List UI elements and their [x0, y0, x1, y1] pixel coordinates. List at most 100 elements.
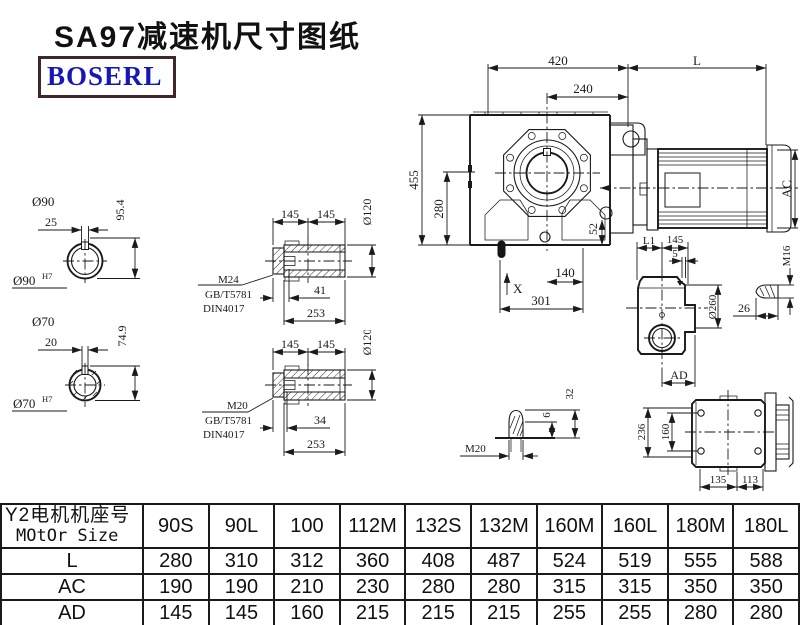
- cell: 408: [404, 547, 472, 575]
- hollow2-std1-label: GB/T5781: [205, 415, 252, 427]
- col-header: 180L: [732, 503, 800, 549]
- cell: 280: [404, 573, 472, 601]
- cell: 350: [666, 573, 735, 601]
- motor-outline: [600, 124, 798, 234]
- cell: 315: [535, 573, 604, 601]
- plug-dim-6: 6: [541, 412, 553, 418]
- back-dim-160: 160: [660, 423, 672, 440]
- col-header: 132S: [404, 503, 472, 549]
- motor-end-fins: [776, 409, 789, 455]
- dim-l-label: L: [693, 55, 701, 68]
- cell: 588: [732, 547, 800, 575]
- cell: 360: [338, 547, 407, 575]
- cell: 190: [207, 573, 276, 601]
- dim-ac-label: AC: [779, 180, 794, 198]
- main-view-drawing: 420 L 240 455 280 52 140 301 X AC: [406, 55, 799, 313]
- side-view-drawing: L1 145 5 Ø260 AD M16: [626, 234, 794, 387]
- cell: 487: [469, 547, 538, 575]
- side-dim-145: 145: [667, 234, 684, 246]
- dim-301-label: 301: [531, 293, 551, 308]
- side-housing-outline: [637, 276, 696, 355]
- dim-280-label: 280: [431, 199, 446, 219]
- shaft70-bore-label: Ø70: [13, 396, 35, 411]
- gearbox-flange: [495, 93, 600, 251]
- cell: 255: [535, 599, 604, 625]
- cell: 160: [273, 599, 341, 625]
- plug-detail-drawing: M20 6 32: [460, 389, 580, 460]
- dim-52-label: 52: [586, 223, 600, 235]
- back-dim-135: 135: [710, 474, 727, 486]
- hollow2-dia-label: Ø120: [360, 330, 374, 355]
- cell: 215: [404, 599, 472, 625]
- hollow-shaft2-drawing: 145 145 Ø120 M20 GB/T5781 DIN4017 34 253: [202, 330, 376, 456]
- side-dim-5: 5: [672, 248, 678, 260]
- row-label: AC: [0, 573, 144, 601]
- dim-140-label: 140: [555, 265, 575, 280]
- plug-thread-label: M20: [465, 443, 486, 455]
- hollow1-std2-label: DIN4017: [203, 303, 245, 315]
- col-header: 90L: [207, 503, 276, 549]
- drain-plug: [497, 240, 506, 258]
- shaft90-height-dim: 95.4: [113, 200, 127, 221]
- hollow1-depth-dim: 41: [314, 283, 326, 297]
- shaft70-height-dim: 74.9: [115, 326, 129, 347]
- row-label: L: [0, 547, 144, 575]
- hollow2-dim-b: 145: [317, 337, 335, 351]
- table-header-motor-size: Y2电机机座号 MOtOr Size: [0, 503, 144, 549]
- hollow1-total-dim: 253: [307, 306, 325, 320]
- m16-bolt: [755, 284, 779, 299]
- cell: 312: [273, 547, 341, 575]
- cell: 315: [601, 573, 669, 601]
- cell: 280: [469, 573, 538, 601]
- table-row-AD: AD 145 145 160 215 215 215 255 255 280 2…: [0, 599, 800, 625]
- cell: 215: [469, 599, 538, 625]
- hollow-shaft1-drawing: 145 145 Ø120 M24 GB/T5781 DIN4017 41 253: [198, 199, 376, 325]
- dim-240-label: 240: [573, 81, 593, 96]
- side-dia-label: Ø260: [707, 294, 719, 319]
- cell: 280: [666, 599, 735, 625]
- page-title: SA97减速机尺寸图纸: [54, 21, 362, 54]
- table-row-L: L 280 310 312 360 408 487 524 519 555 58…: [0, 547, 800, 575]
- main-view-dimensions: 420 L 240 455 280 52 140 301 X AC: [406, 55, 799, 313]
- shaft70-key-dim: 20: [45, 335, 57, 349]
- cell: 215: [338, 599, 407, 625]
- cell: 350: [732, 573, 800, 601]
- row-label: AD: [0, 599, 144, 625]
- back-view-drawing: 236 160 135 113: [636, 390, 794, 491]
- side-thread-label: M16: [781, 245, 793, 266]
- brand-logo: BOSERL: [38, 56, 176, 98]
- cell: 519: [601, 547, 669, 575]
- side-dim-l1: L1: [643, 235, 655, 247]
- cell: 145: [142, 599, 210, 625]
- shaft70-title: Ø70: [32, 314, 54, 329]
- cell: 310: [207, 547, 276, 575]
- col-header: 180M: [666, 503, 735, 549]
- hollow2-dim-a: 145: [281, 337, 299, 351]
- side-dim-26: 26: [738, 301, 750, 315]
- cell: 210: [273, 573, 341, 601]
- col-header: 160M: [535, 503, 604, 549]
- shaft90-bore-label: Ø90: [13, 273, 35, 288]
- hollow1-dia-label: Ø120: [360, 199, 374, 226]
- shaft70-tolerance: H7: [42, 394, 52, 404]
- shaft90-title: Ø90: [32, 194, 54, 209]
- plug-hatch: [509, 414, 524, 437]
- col-header: 112M: [338, 503, 407, 549]
- cell: 555: [666, 547, 735, 575]
- cell: 524: [535, 547, 604, 575]
- hollow2-total-dim: 253: [307, 437, 325, 451]
- shaft70-drawing: Ø70 20 74.9 Ø70 H7: [12, 314, 140, 412]
- back-dim-113: 113: [742, 474, 759, 486]
- col-header: 100: [273, 503, 341, 549]
- shaft90-key-dim: 25: [45, 215, 57, 229]
- cell: 280: [732, 599, 800, 625]
- header-en: MOtOr Size: [16, 526, 119, 546]
- hollow1-std1-label: GB/T5781: [205, 289, 252, 301]
- x-marker-label: X: [513, 281, 523, 296]
- side-dim-ad: AD: [670, 368, 688, 382]
- hollow1-dim-a: 145: [281, 207, 299, 221]
- plug-dim-32: 32: [564, 389, 576, 400]
- cell: 145: [207, 599, 276, 625]
- motor-size-table: Y2电机机座号 MOtOr Size 90S 90L 100 112M 132S…: [0, 503, 800, 625]
